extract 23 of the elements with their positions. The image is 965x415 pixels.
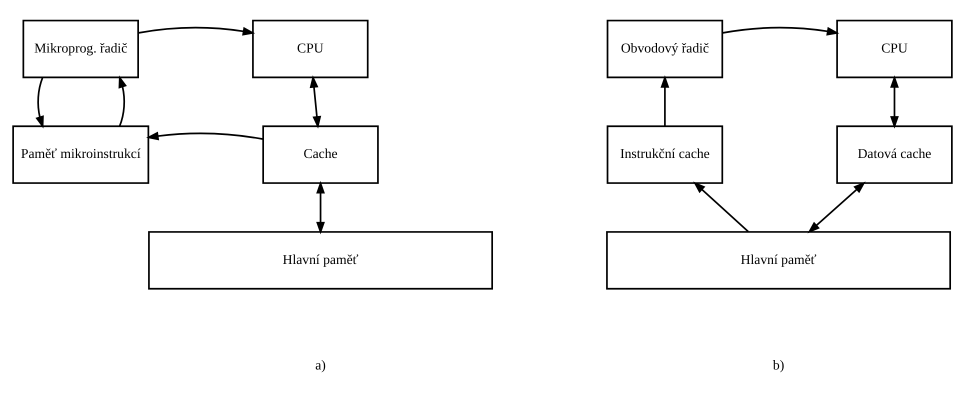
label: a) bbox=[315, 358, 326, 373]
node-box: Hlavní paměť bbox=[606, 231, 952, 290]
node-box: Cache bbox=[262, 125, 379, 184]
arrow bbox=[138, 26, 256, 36]
node-box: Obvodový řadič bbox=[606, 20, 724, 78]
arrow bbox=[316, 180, 325, 234]
arrow bbox=[722, 26, 840, 36]
arrow bbox=[808, 182, 866, 234]
node-box: Hlavní paměť bbox=[148, 231, 494, 290]
arrow bbox=[310, 75, 322, 129]
node-box: Datová cache bbox=[836, 125, 953, 184]
node-box: CPU bbox=[252, 20, 369, 78]
node-box: Paměť mikroinstrukcí bbox=[12, 125, 150, 184]
arrow bbox=[118, 75, 127, 126]
node-box: CPU bbox=[836, 20, 953, 78]
arrow bbox=[693, 182, 749, 232]
node-box: Instrukční cache bbox=[606, 125, 724, 184]
arrow bbox=[35, 78, 44, 129]
label: b) bbox=[772, 358, 784, 373]
arrow bbox=[890, 75, 899, 129]
arrow bbox=[146, 132, 264, 140]
arrow bbox=[660, 75, 670, 126]
node-box: Mikroprog. řadič bbox=[22, 20, 139, 78]
